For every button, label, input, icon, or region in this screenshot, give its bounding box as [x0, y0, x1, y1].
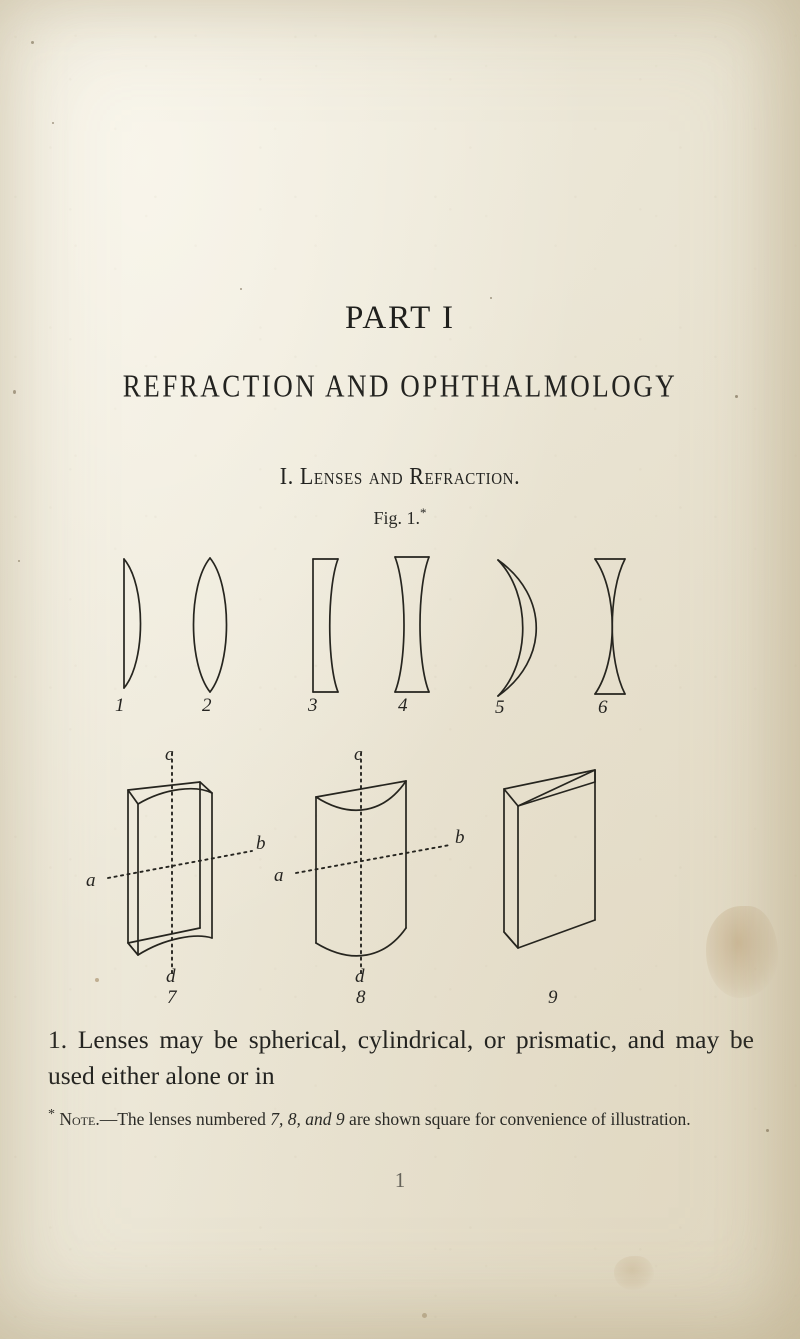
figure-caption-asterisk: *	[420, 505, 427, 520]
body-paragraph: 1. Lenses may be spherical, cylindrical,…	[48, 1025, 754, 1090]
footnote-numbers: 7, 8, and 9	[270, 1108, 345, 1129]
figure-caption: Fig. 1.*	[0, 505, 800, 529]
part-title: PART I	[345, 300, 455, 336]
footnote-marker: *	[48, 1107, 55, 1122]
footnote: * Note.—The lenses numbered 7, 8, and 9 …	[48, 1102, 748, 1132]
figure-caption-text: Fig. 1.	[373, 508, 420, 528]
footnote-label: Note.	[59, 1108, 100, 1129]
footnote-text-after: are shown square for convenience of illu…	[344, 1108, 691, 1129]
chapter-title: REFRACTION AND OPHTHALMOLOGY	[122, 368, 678, 404]
footnote-dash: —	[99, 1108, 118, 1129]
footnote-text-before: The lenses numbered	[117, 1108, 271, 1129]
section-title: I. Lenses and Refraction.	[279, 462, 521, 490]
page-number: 1	[394, 1168, 406, 1192]
